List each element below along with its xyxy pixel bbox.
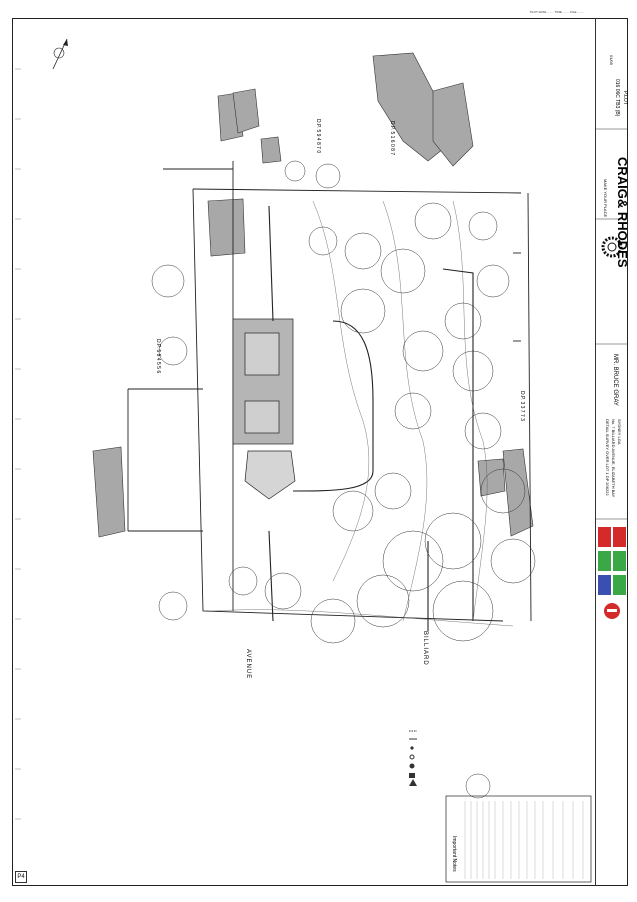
badge-green-1 xyxy=(598,551,611,571)
company-tagline: MAKE YOUR PLACE xyxy=(603,179,608,217)
badge-red-2 xyxy=(613,527,626,547)
dp-label-4: D.P. 5 1 6 0 8 7 xyxy=(389,121,395,155)
plan-area: AVENUE BILLIARD D.P. 5 8 4 5 5 6 D.P. 3 … xyxy=(33,21,593,883)
notes-box xyxy=(445,795,592,883)
main-dwelling xyxy=(232,318,296,500)
driveway-paths xyxy=(268,205,474,631)
survey-plan-svg: AVENUE BILLIARD D.P. 5 8 4 5 5 6 D.P. 3 … xyxy=(52,38,592,883)
dp-label-2: D.P. 3 3 7 7 3 xyxy=(519,391,525,421)
notes-heading: Important Notes xyxy=(451,836,457,872)
badge-red-1 xyxy=(598,527,611,547)
tree-canopies xyxy=(151,160,536,799)
badge-green-2 xyxy=(613,551,626,571)
sheet-id: P4 xyxy=(15,871,27,883)
client-name: MR. BRUCE GRAY xyxy=(612,354,618,406)
drawing-number: 016 06C TB3 (B) xyxy=(614,79,620,117)
plot-info-strip: PLOT DATE ........ TIME ........ FILE ..… xyxy=(530,10,585,14)
north-arrow-icon xyxy=(52,38,68,70)
badge-blue-1 xyxy=(598,575,611,595)
notes-text-lines xyxy=(464,801,584,879)
badge-green-3 xyxy=(613,575,626,595)
road-label-avenue: AVENUE xyxy=(245,649,251,679)
drawing-sheet: AVENUE BILLIARD D.P. 5 8 4 5 5 6 D.P. 3 … xyxy=(12,18,630,886)
drawing-date: 01/05 xyxy=(609,55,614,66)
company-name: CRAIG& RHODES xyxy=(615,157,628,268)
project-address: No. 7 BILLIARD AVENUE, ELIZABETH BAY xyxy=(611,419,616,498)
project-council: SYDNEY LGA xyxy=(617,419,622,445)
title-block-svg: CRAIG& RHODES MAKE YOUR PLACE MR. BRUCE … xyxy=(596,55,630,619)
dp-label-1: D.P. 5 8 4 5 5 6 xyxy=(155,339,161,373)
sheet-label: P.LOT xyxy=(622,91,628,105)
dp-label-3: D.P. 5 9 4 8 7 0 xyxy=(315,119,321,153)
legend-symbols xyxy=(409,730,417,786)
left-ruler xyxy=(15,68,21,820)
title-block: CRAIG& RHODES MAKE YOUR PLACE MR. BRUCE … xyxy=(595,19,630,885)
contours xyxy=(212,200,514,627)
company-logo-icon xyxy=(601,236,623,258)
neighbour-buildings xyxy=(92,52,534,538)
no-entry-bar xyxy=(607,609,617,612)
project-title: DETAIL SURVEY OVER LOT 1 DP 206222 xyxy=(605,419,610,496)
road-label-billiard: BILLIARD xyxy=(422,631,428,666)
